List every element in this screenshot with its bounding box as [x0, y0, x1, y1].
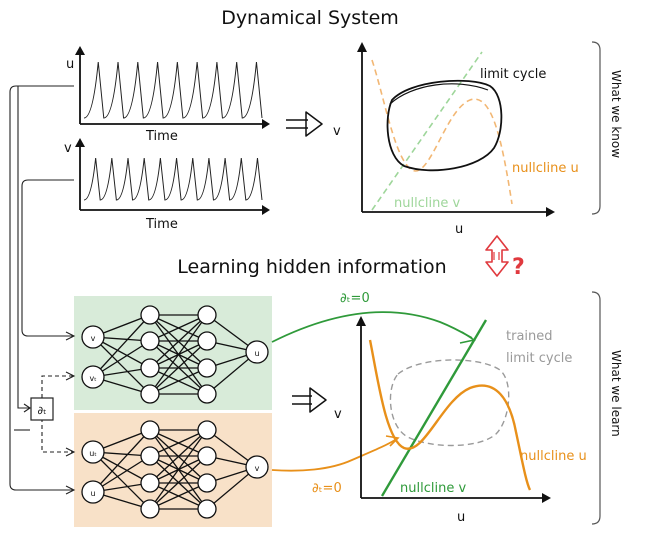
phase-top-ylabel: v	[333, 124, 341, 139]
net-bottom-io-node	[81, 480, 105, 504]
green-connection	[271, 311, 473, 343]
implies-arrow-top-icon	[286, 111, 323, 137]
net-top-edge	[149, 314, 208, 342]
net-top-hidden-node	[140, 331, 160, 351]
net-bottom-edge	[149, 429, 208, 510]
net-top-hidden-node	[197, 358, 217, 378]
net-top-edge	[149, 314, 208, 369]
timeseries-u: u Time	[66, 46, 270, 144]
nullcline-u-top-label: nullcline u	[512, 161, 579, 176]
net-top-io-node	[81, 325, 105, 349]
implies-arrow-bottom-icon	[292, 387, 327, 413]
question-mark: ?	[512, 255, 525, 280]
orange-connection	[271, 439, 396, 472]
net-bottom-hidden-node	[140, 420, 160, 440]
net-bottom-edge	[149, 482, 208, 510]
side-label-top: What we know	[609, 70, 623, 158]
timeseries-v-line	[83, 157, 263, 201]
connector-arrowheads	[23, 331, 76, 495]
nullcline-u-bottom	[368, 339, 532, 491]
nullcline-u-bottom-label: nullcline u	[520, 449, 587, 464]
limit-cycle	[386, 79, 503, 172]
net-bottom-output: v	[255, 464, 260, 473]
net-top-output: u	[254, 349, 259, 358]
annotation-green: ∂ₜ=0	[340, 291, 370, 306]
net-bottom-hidden-node	[140, 473, 160, 493]
timeseries-v-ylabel: v	[64, 141, 72, 156]
title: Dynamical System	[221, 7, 399, 29]
top-bracket	[591, 41, 601, 215]
net-top-hidden-node	[197, 305, 217, 325]
timeseries-u-ylabel: u	[66, 57, 74, 72]
net-bottom-edge	[149, 429, 208, 457]
net-top-edge	[149, 367, 208, 395]
net-top-hidden-node	[197, 384, 217, 404]
net-bottom-edge	[92, 451, 151, 510]
middle-title: Learning hidden information	[177, 256, 446, 278]
nullcline-v-bottom-label: nullcline v	[400, 481, 466, 496]
net-bottom-hidden-node	[197, 420, 217, 440]
net-top-edge	[92, 314, 151, 378]
derivative-operator-box	[30, 397, 54, 421]
nullcline-u-top	[371, 59, 513, 205]
trained-limit-cycle	[389, 359, 510, 447]
limit-cycle-label: limit cycle	[480, 67, 546, 82]
net-top-hidden-node	[140, 305, 160, 325]
nullcline-v-top	[371, 51, 483, 211]
timeseries-u-line	[83, 61, 263, 119]
net-bottom-hidden-node	[140, 499, 160, 519]
phase-plot-top: v u limit cycle nullcline u nullcline v	[333, 42, 579, 237]
net-bottom-io-node	[245, 455, 269, 479]
net-top-hidden-node	[197, 331, 217, 351]
net-bottom-hidden-node	[197, 499, 217, 519]
phase-plot-bottom: v u trained limit cycle nullcline u null…	[334, 316, 587, 525]
side-label-bottom: What we learn	[609, 350, 623, 437]
nullcline-v-top-label: nullcline v	[394, 196, 460, 211]
derivative-operator-label: ∂ₜ	[38, 404, 47, 417]
bottom-bracket	[591, 291, 601, 525]
net-top-edge	[92, 336, 151, 395]
network-top-nodes	[81, 305, 269, 404]
trained-label-1: trained	[506, 329, 553, 344]
nullcline-v-bottom	[380, 319, 488, 497]
net-bottom-input-1: u	[90, 489, 95, 498]
net-top-input-0: v	[91, 334, 96, 343]
net-top-io-node	[81, 365, 105, 389]
net-top-hidden-node	[140, 384, 160, 404]
timeseries-u-xlabel: Time	[145, 129, 178, 144]
net-bottom-edge	[149, 455, 208, 510]
network-top-box	[74, 296, 272, 410]
net-top-io-node	[245, 340, 269, 364]
orange-connection-arrowhead	[385, 435, 400, 447]
net-bottom-hidden-node	[197, 473, 217, 493]
net-top-input-1: vₜ	[89, 374, 96, 383]
net-bottom-io-node	[81, 440, 105, 464]
net-bottom-input-0: uₜ	[89, 449, 96, 458]
net-bottom-hidden-node	[197, 446, 217, 466]
timeseries-v: v Time	[64, 138, 270, 232]
net-bottom-edge	[149, 429, 208, 484]
network-bottom-box	[74, 413, 272, 527]
annotation-orange: ∂ₜ=0	[312, 481, 342, 496]
trained-label-2: limit cycle	[506, 351, 572, 366]
phase-top-xlabel: u	[455, 222, 463, 237]
net-top-hidden-node	[140, 358, 160, 378]
phase-bottom-ylabel: v	[334, 407, 342, 422]
phase-bottom-xlabel: u	[457, 510, 465, 525]
net-bottom-hidden-node	[140, 446, 160, 466]
net-top-edge	[149, 314, 208, 395]
network-bottom-nodes	[81, 420, 269, 519]
connector-lines	[9, 85, 74, 491]
net-bottom-edge	[92, 429, 151, 493]
bidirectional-arrow-icon	[485, 235, 509, 277]
net-top-edge	[149, 340, 208, 395]
timeseries-v-xlabel: Time	[145, 217, 178, 232]
